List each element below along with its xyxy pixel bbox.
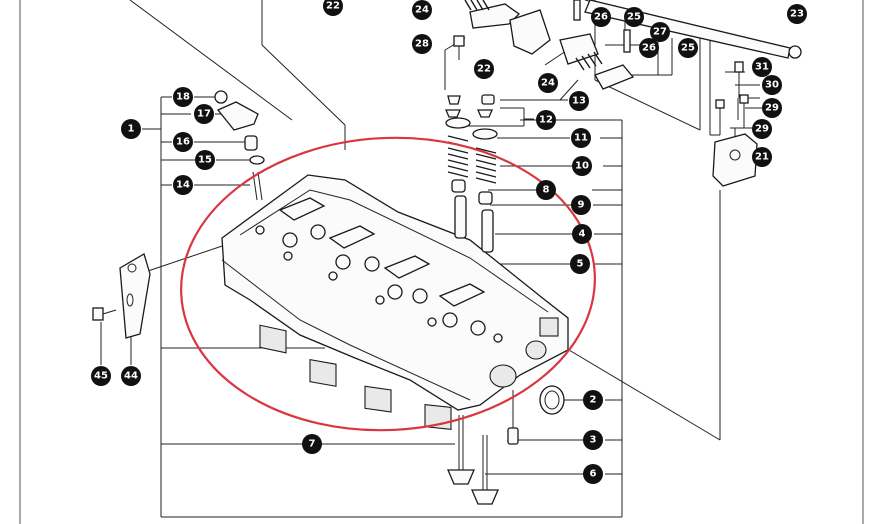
svg-text:24: 24 [415, 5, 429, 16]
callout-28: 28 [412, 34, 432, 54]
svg-text:12: 12 [539, 115, 553, 126]
callout-24b: 24 [538, 73, 558, 93]
svg-text:29: 29 [755, 124, 769, 135]
svg-text:26: 26 [642, 43, 656, 54]
callout-27: 27 [650, 22, 670, 42]
callout-24a: 24 [412, 0, 432, 20]
svg-text:45: 45 [94, 371, 108, 382]
svg-text:28: 28 [415, 39, 429, 50]
cylinder-head-casting [221, 174, 569, 431]
svg-text:14: 14 [176, 180, 190, 191]
rocker-arm-assembly [453, 0, 802, 187]
callout-26a: 26 [591, 7, 611, 27]
callout-26b: 26 [639, 38, 659, 58]
callout-10: 10 [572, 156, 592, 176]
callout-18: 18 [173, 87, 193, 107]
svg-text:26: 26 [594, 12, 608, 23]
callout-44: 44 [121, 366, 141, 386]
callout-2: 2 [583, 390, 603, 410]
callout-12: 12 [536, 110, 556, 130]
svg-text:1: 1 [128, 124, 135, 135]
callout-7: 7 [302, 434, 322, 454]
callout-15: 15 [195, 150, 215, 170]
highlight-ellipse [180, 136, 596, 432]
callout-1: 1 [121, 119, 141, 139]
svg-text:8: 8 [543, 185, 550, 196]
svg-text:10: 10 [575, 161, 589, 172]
callout-25b: 25 [678, 38, 698, 58]
callout-31: 31 [752, 57, 772, 77]
svg-text:22: 22 [477, 64, 491, 75]
svg-text:31: 31 [755, 62, 769, 73]
callout-14: 14 [173, 175, 193, 195]
svg-text:29: 29 [765, 103, 779, 114]
svg-text:4: 4 [579, 229, 586, 240]
svg-text:5: 5 [577, 259, 584, 270]
callout-11: 11 [571, 128, 591, 148]
svg-text:27: 27 [653, 27, 667, 38]
svg-text:16: 16 [176, 137, 190, 148]
svg-text:44: 44 [124, 371, 138, 382]
svg-text:15: 15 [198, 155, 212, 166]
callout-21: 21 [752, 147, 772, 167]
callout-5: 5 [570, 254, 590, 274]
svg-text:18: 18 [176, 92, 190, 103]
callout-9: 9 [571, 195, 591, 215]
callout-29a: 29 [762, 98, 782, 118]
svg-text:13: 13 [572, 96, 586, 107]
callout-22b: 22 [474, 59, 494, 79]
svg-text:25: 25 [681, 43, 695, 54]
svg-text:21: 21 [755, 152, 769, 163]
svg-text:17: 17 [197, 109, 211, 120]
valve-train-parts [445, 94, 565, 505]
callout-45: 45 [91, 366, 111, 386]
svg-text:2: 2 [590, 395, 597, 406]
callout-30: 30 [762, 75, 782, 95]
callout-4: 4 [572, 224, 592, 244]
svg-text:6: 6 [590, 469, 597, 480]
svg-text:23: 23 [790, 9, 804, 20]
svg-text:11: 11 [574, 133, 588, 144]
svg-text:25: 25 [627, 12, 641, 23]
callout-3: 3 [583, 430, 603, 450]
svg-text:30: 30 [765, 80, 779, 91]
callout-6: 6 [583, 464, 603, 484]
callout-13: 13 [569, 91, 589, 111]
callout-17: 17 [194, 104, 214, 124]
callout-23: 23 [787, 4, 807, 24]
svg-text:24: 24 [541, 78, 555, 89]
callout-22a: 22 [323, 0, 343, 16]
svg-text:22: 22 [326, 1, 340, 12]
callout-25a: 25 [624, 7, 644, 27]
svg-text:7: 7 [309, 439, 316, 450]
callout-16: 16 [173, 132, 193, 152]
svg-text:3: 3 [590, 435, 597, 446]
callout-8: 8 [536, 180, 556, 200]
callouts: 22 24 26 25 23 28 27 26 25 22 24 31 30 1… [91, 0, 807, 484]
svg-text:9: 9 [578, 200, 585, 211]
left-small-parts [92, 90, 265, 339]
callout-29b: 29 [752, 119, 772, 139]
